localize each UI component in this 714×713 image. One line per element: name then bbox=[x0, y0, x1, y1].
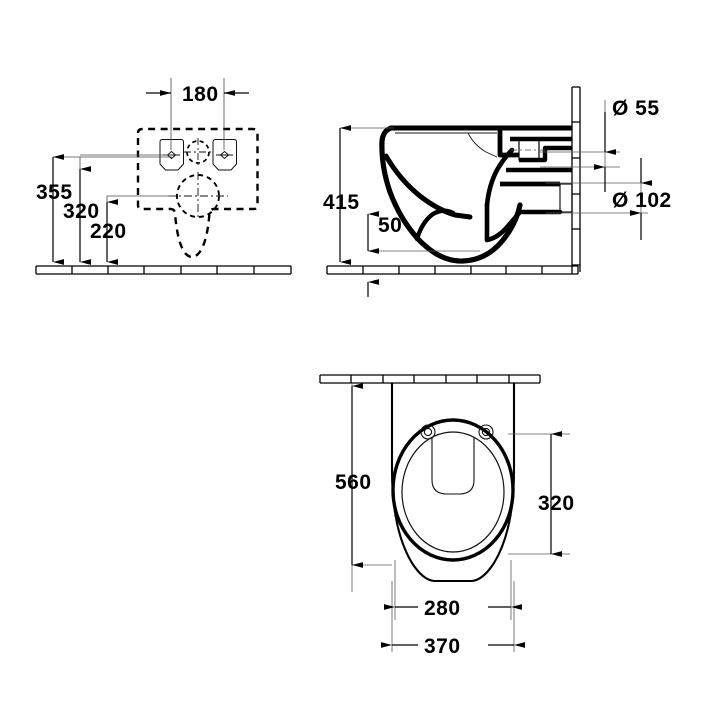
plan-dim-280-label: 280 bbox=[424, 597, 461, 620]
front-dim-355-label: 355 bbox=[36, 181, 73, 204]
plan-dim-370-label: 370 bbox=[424, 635, 461, 658]
plan-dim-370: 370 bbox=[381, 635, 525, 658]
plan-dim-320-label: 320 bbox=[538, 492, 575, 515]
plan-dim-320: 320 bbox=[538, 431, 575, 557]
side-bowl-inner-wall bbox=[414, 208, 456, 242]
plan-view: 560 320 280 370 bbox=[319, 374, 575, 658]
side-thin-lines bbox=[395, 132, 498, 158]
side-dim-dia102: Ø 102 bbox=[612, 158, 672, 240]
front-inlet-circle bbox=[184, 138, 212, 166]
side-floor-line bbox=[326, 265, 579, 275]
front-dim-220-label: 220 bbox=[90, 220, 127, 243]
plan-dim-560-label: 560 bbox=[335, 471, 372, 494]
front-dim-355: 355 bbox=[36, 154, 73, 265]
side-dim-415-label: 415 bbox=[323, 191, 360, 214]
plan-bolt-hole-left bbox=[420, 424, 436, 440]
plan-dim-560: 560 bbox=[335, 383, 372, 568]
side-wall-line bbox=[571, 86, 581, 274]
front-view: 180 355 320 220 bbox=[35, 78, 292, 275]
plan-rim-channel bbox=[431, 437, 475, 495]
side-inlet-assembly bbox=[497, 130, 572, 163]
side-dim-dia55-label: Ø 55 bbox=[612, 97, 660, 120]
front-dim-320: 320 bbox=[63, 166, 100, 265]
side-outlet-assembly bbox=[484, 147, 573, 243]
side-dim-50-label: 50 bbox=[378, 214, 402, 237]
plan-dim-280: 280 bbox=[384, 597, 522, 620]
front-dim-180-label: 180 bbox=[182, 83, 219, 106]
front-dim-220: 220 bbox=[90, 199, 127, 265]
side-dim-dia55: Ø 55 bbox=[594, 97, 660, 192]
front-dim-320-label: 320 bbox=[63, 200, 100, 223]
plan-bolt-hole-right bbox=[478, 424, 494, 440]
side-dim-50: 50 bbox=[367, 211, 402, 297]
plan-wall-line bbox=[319, 374, 541, 384]
plan-body-outline bbox=[390, 383, 516, 583]
side-view: 415 50 Ø 55 Ø 102 bbox=[323, 86, 672, 297]
side-dim-415: 415 bbox=[323, 125, 360, 265]
plan-rim-outer bbox=[391, 418, 515, 562]
plan-rim-inner bbox=[401, 431, 505, 553]
front-dim-180: 180 bbox=[146, 83, 249, 106]
side-dim-dia102-label: Ø 102 bbox=[612, 189, 672, 212]
front-body-outline bbox=[136, 127, 259, 259]
front-outlet-circle bbox=[168, 172, 228, 220]
front-floor-line bbox=[35, 265, 292, 275]
front-bolt-plate-right bbox=[212, 139, 237, 171]
